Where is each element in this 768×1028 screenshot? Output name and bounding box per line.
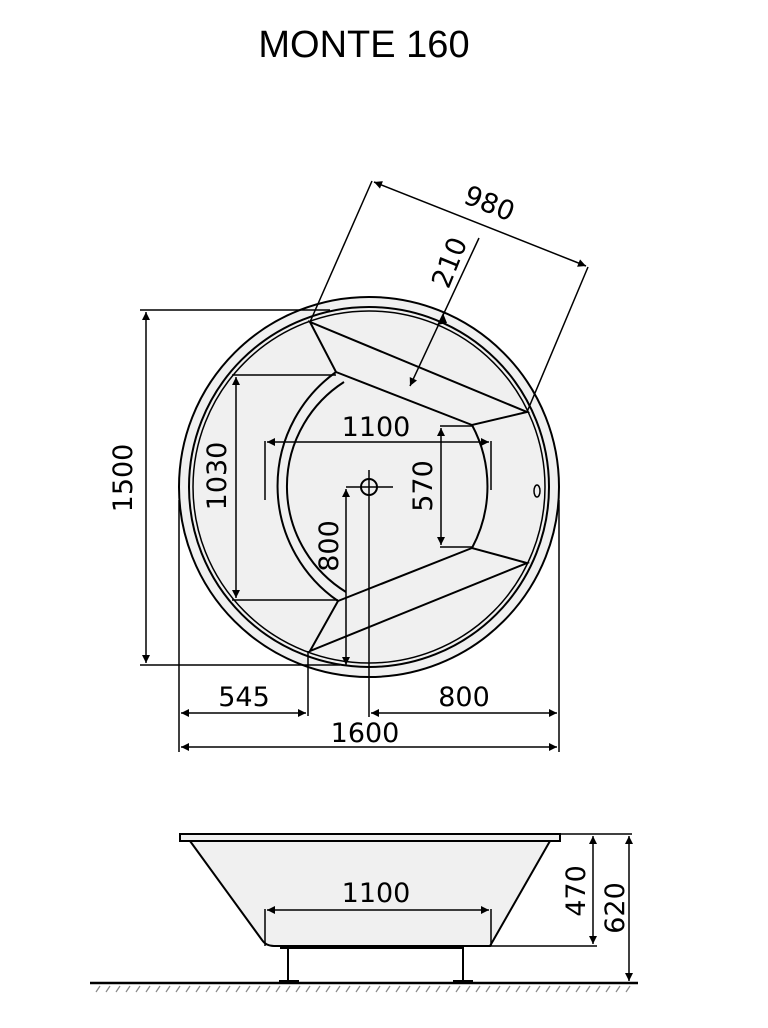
- label-1100-top: 1100: [342, 412, 411, 443]
- label-570: 570: [408, 460, 439, 512]
- base-plate: [280, 945, 464, 949]
- label-545: 545: [218, 682, 270, 713]
- drawing-title: MONTE 160: [258, 24, 470, 66]
- dim-545: 545: [178, 500, 309, 752]
- dim-800-horizontal: 800: [371, 500, 560, 752]
- label-1600: 1600: [331, 718, 400, 749]
- label-1500: 1500: [108, 444, 139, 513]
- dim-1600: 1600: [181, 718, 557, 751]
- side-view: 1100 470 620: [90, 833, 638, 993]
- dim-620: 620: [600, 836, 633, 981]
- label-800-horizontal: 800: [438, 682, 490, 713]
- top-view: 980 210 1500 1030 1100: [108, 180, 589, 752]
- dim-1100-side: 1100: [264, 878, 492, 946]
- dim-1500: 1500: [108, 309, 340, 666]
- label-980: 980: [459, 180, 518, 228]
- label-620: 620: [600, 882, 631, 934]
- overflow-hole: [533, 484, 541, 498]
- rim: [179, 833, 561, 842]
- label-470: 470: [561, 865, 592, 917]
- dim-800-vertical: 800: [314, 489, 350, 665]
- basin-outer-arc: [276, 371, 339, 602]
- dim-470: 470: [490, 833, 632, 947]
- floor-hatch: [95, 985, 631, 993]
- dim-1030: 1030: [202, 374, 338, 601]
- label-800-vertical: 800: [314, 520, 345, 572]
- drain-center-mark: [346, 470, 393, 717]
- basin-inner-arc: [285, 381, 347, 593]
- dim-1100-top: 1100: [264, 412, 492, 500]
- dim-570: 570: [408, 425, 472, 548]
- dim-980: 980: [309, 180, 589, 413]
- label-1030: 1030: [202, 442, 233, 511]
- label-1100-side: 1100: [342, 878, 411, 909]
